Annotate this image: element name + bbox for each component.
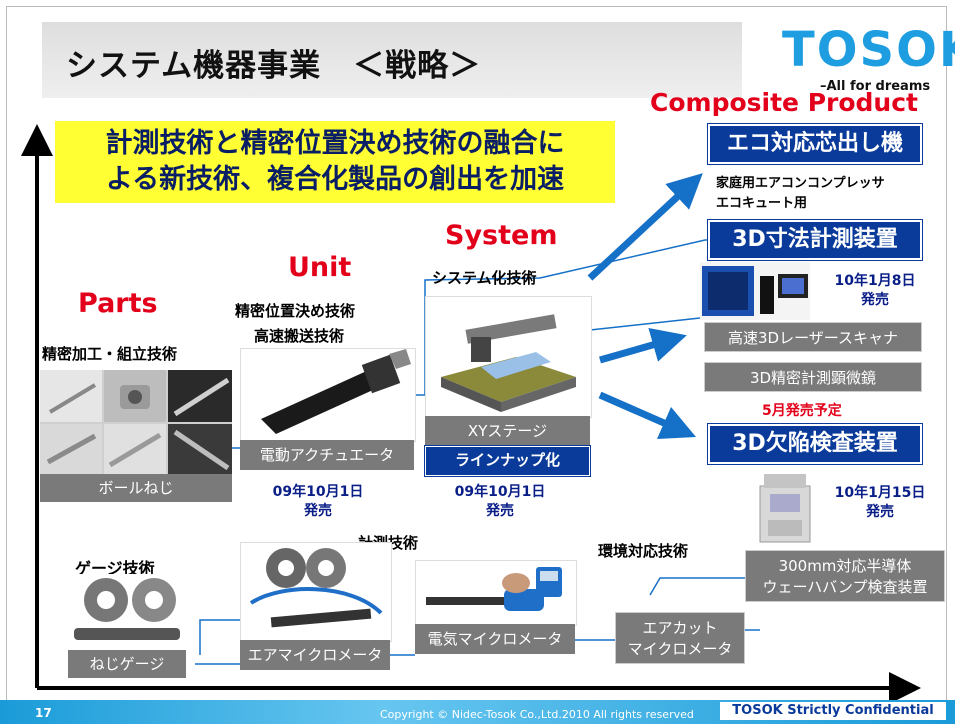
level-parts: Parts — [78, 288, 158, 319]
connector-lines-lower — [195, 577, 760, 665]
wafer-caption-line-1: 300mm対応半導体 — [778, 557, 912, 575]
aircut-line-1: エアカット — [642, 619, 718, 637]
logo-tagline: –All for dreams — [820, 79, 931, 94]
defect-release-date: 10年1月15日 — [834, 485, 926, 501]
company-logo: TOSOK — [782, 26, 955, 74]
caption-electric-micrometer: 電気マイクロメータ — [415, 624, 575, 654]
caption-xy-stage: XYステージ — [425, 416, 590, 446]
screw-gauge-image — [74, 578, 180, 640]
actuator-release-date: 09年10月1日 — [272, 484, 364, 500]
caption-screw-gauge: ねじゲージ — [68, 650, 186, 678]
tech-unit-1: 精密位置決め技術 — [235, 302, 356, 320]
tech-gauge: ゲージ技術 — [75, 559, 155, 578]
tech-env: 環境対応技術 — [598, 542, 689, 560]
product-3d-dimension: 3D寸法計測装置 — [708, 220, 922, 260]
eco-note-2: エコキュート用 — [716, 196, 808, 211]
caption-ballscrew: ボールねじ — [40, 474, 232, 502]
may-release: 5月発売予定 — [762, 403, 842, 419]
page-number: 17 — [35, 706, 52, 720]
logo-text: TOSOK — [782, 22, 955, 78]
wafer-inspector-caption: 300mm対応半導体 ウェーハバンプ検査装置 — [745, 550, 945, 602]
headline-line-2: よる新技術、複合化製品の創出を加速 — [105, 164, 565, 195]
xy-stage-photo — [425, 296, 592, 418]
laser-scanner: 高速3Dレーザースキャナ — [704, 322, 922, 352]
actuator-release-label: 発売 — [304, 503, 332, 519]
screw-gauge-photo — [68, 574, 186, 650]
product-eco-centering: エコ対応芯出し機 — [708, 124, 922, 164]
aircut-micrometer-caption: エアカット マイクロメータ — [615, 612, 745, 664]
confidential-label: TOSOK Strictly Confidential — [720, 702, 946, 720]
actuator-photo — [240, 348, 416, 442]
copyright: Copyright © Nidec-Tosok Co.,Ltd.2010 All… — [380, 708, 694, 721]
dim3d-release-label: 発売 — [861, 292, 889, 308]
xy-release-label: 発売 — [486, 503, 514, 519]
air-micrometer-image — [249, 548, 383, 628]
headline-line-1: 計測技術と精密位置決め技術の融合に — [105, 128, 565, 159]
caption-actuator: 電動アクチュエータ — [240, 440, 414, 470]
air-micrometer-photo — [240, 542, 392, 642]
tech-unit-2: 高速搬送技術 — [254, 327, 345, 345]
ballscrew-photo — [40, 370, 232, 474]
wafer-caption-line-2: ウェーハバンプ検査装置 — [762, 578, 928, 596]
ballscrew-image — [40, 370, 232, 474]
microscope: 3D精密計測顕微鏡 — [704, 362, 922, 392]
lineup-badge: ラインナップ化 — [425, 446, 590, 476]
xy-stage-image — [441, 314, 576, 412]
level-composite: Composite Product — [650, 88, 918, 117]
dim3d-image — [702, 266, 808, 316]
tech-parts: 精密加工・組立技術 — [42, 345, 178, 363]
caption-air-micrometer: エアマイクロメータ — [240, 640, 390, 670]
level-unit: Unit — [288, 252, 352, 283]
title-band — [42, 22, 742, 98]
strategy-headline: 計測技術と精密位置決め技術の融合に よる新技術、複合化製品の創出を加速 — [55, 121, 615, 203]
eco-note-1: 家庭用エアコンコンプレッサ — [716, 176, 885, 191]
dim3d-photo — [700, 262, 810, 320]
level-system: System — [445, 220, 558, 251]
electric-micrometer-photo — [415, 560, 577, 626]
product-arrows — [587, 173, 703, 440]
tech-system: システム化技術 — [432, 269, 537, 287]
dim3d-release-date: 10年1月8日 — [834, 273, 916, 289]
aircut-line-2: マイクロメータ — [627, 640, 733, 658]
xy-release-date: 09年10月1日 — [454, 484, 546, 500]
page-title: システム機器事業 ＜戦略＞ — [66, 48, 482, 84]
electric-micrometer-image — [426, 567, 562, 611]
product-3d-defect: 3D欠陥検査装置 — [708, 424, 922, 464]
defect-release-label: 発売 — [866, 504, 894, 520]
wafer-inspector-photo — [752, 472, 818, 544]
actuator-image — [261, 349, 411, 434]
wafer-inspector-image — [759, 474, 811, 543]
